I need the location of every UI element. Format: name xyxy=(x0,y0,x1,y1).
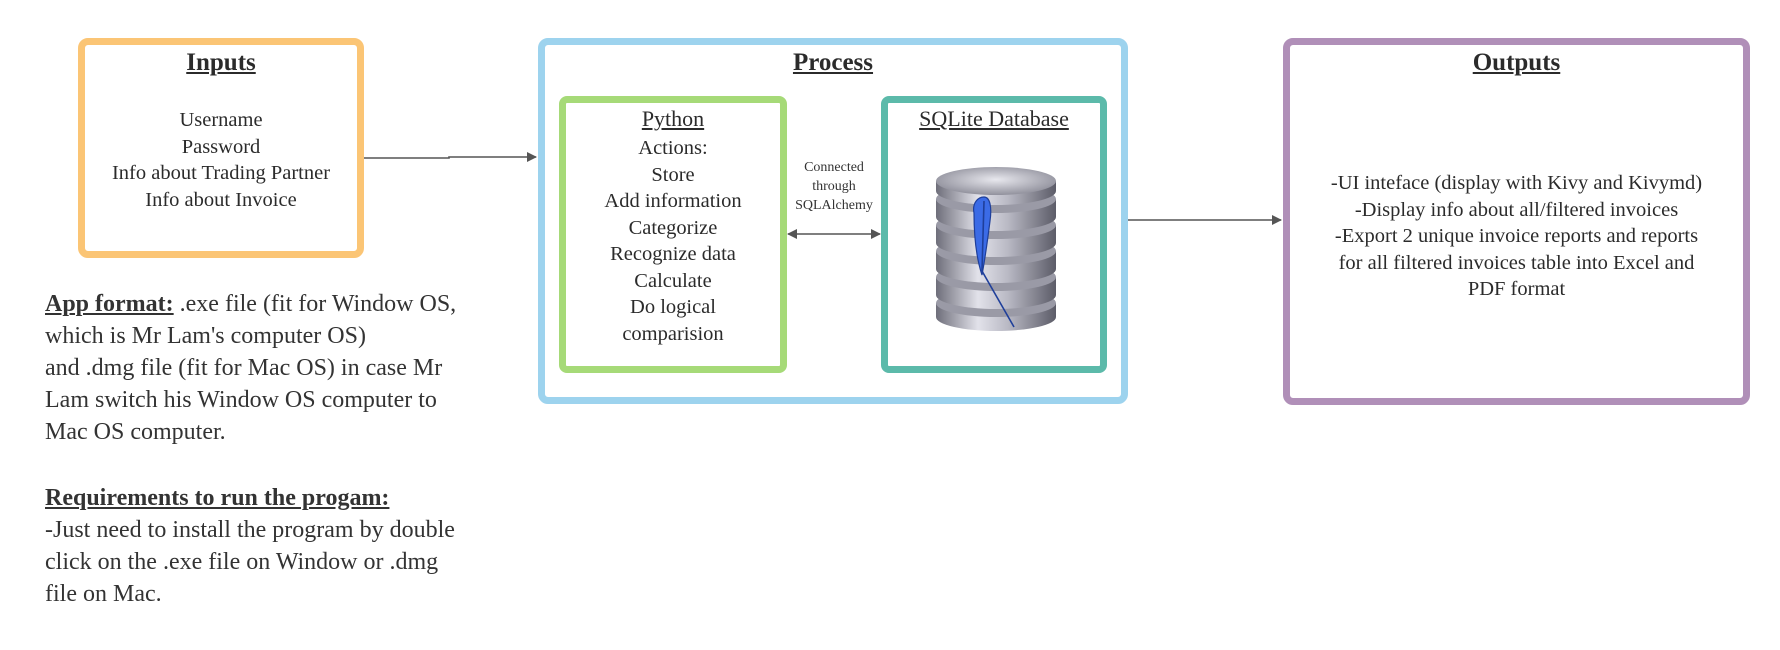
outputs-item: -UI inteface (display with Kivy and Kivy… xyxy=(1330,172,1703,194)
python-action: Actions: xyxy=(638,137,708,159)
outputs-item: -Export 2 unique invoice reports and rep… xyxy=(1334,225,1699,247)
outputs-item: -Display info about all/filtered invoice… xyxy=(1354,198,1679,221)
process-title: Process xyxy=(792,49,874,76)
python-action: Store xyxy=(651,163,695,186)
inputs-item: Info about Trading Partner xyxy=(111,162,331,184)
inputs-item: Info about Invoice xyxy=(145,188,297,211)
requirements-line: click on the .exe file on Window or .dmg xyxy=(45,549,439,575)
connector-label: Connected through SQLAlchemy xyxy=(784,158,884,215)
connector-label-line: Connected xyxy=(804,160,864,175)
requirements-heading: Requirements to run the progam: xyxy=(45,485,390,511)
app-format-note: App format: .exe file (fit for Window OS… xyxy=(45,288,535,448)
inputs-box: Inputs Username Password Info about Trad… xyxy=(78,38,364,258)
outputs-item: for all filtered invoices table into Exc… xyxy=(1338,251,1695,274)
outputs-title: Outputs xyxy=(1472,49,1561,76)
python-action: Do logical xyxy=(630,296,716,318)
inputs-title: Inputs xyxy=(186,49,256,76)
app-format-line: which is Mr Lam's computer OS) xyxy=(45,323,366,349)
inputs-list: Username Password Info about Trading Par… xyxy=(85,107,357,213)
python-action: Categorize xyxy=(628,216,718,239)
app-format-line: Lam switch his Window OS computer to xyxy=(45,387,437,413)
outputs-list: -UI inteface (display with Kivy and Kivy… xyxy=(1290,170,1743,303)
database-box: SQLite Database xyxy=(881,96,1107,373)
inputs-item: Password xyxy=(181,135,261,158)
database-title: SQLite Database xyxy=(919,106,1069,131)
python-actions-list: Actions: Store Add information Categoriz… xyxy=(566,135,780,347)
python-action: Add information xyxy=(604,190,742,212)
app-format-line: Mac OS computer. xyxy=(45,419,226,445)
python-action: comparision xyxy=(622,322,724,345)
requirements-line: file on Mac. xyxy=(45,581,162,607)
app-format-line: and .dmg file (fit for Mac OS) in case M… xyxy=(45,355,443,381)
requirements-note: Requirements to run the progam: -Just ne… xyxy=(45,482,535,610)
inputs-item: Username xyxy=(179,109,263,131)
database-feather-icon xyxy=(936,167,1056,331)
outputs-item: PDF format xyxy=(1467,278,1566,300)
python-title: Python xyxy=(641,106,705,131)
outputs-box: Outputs -UI inteface (display with Kivy … xyxy=(1283,38,1750,405)
connector-label-line: SQLAlchemy xyxy=(795,198,873,213)
app-format-first-line: .exe file (fit for Window OS, xyxy=(173,291,457,317)
python-action: Calculate xyxy=(634,269,712,292)
connector-label-line: through xyxy=(812,179,856,194)
python-action: Recognize data xyxy=(610,243,736,265)
requirements-line: -Just need to install the program by dou… xyxy=(45,517,455,543)
inputs-to-process-arrow xyxy=(364,152,537,162)
app-format-heading: App format: xyxy=(45,291,174,317)
python-box: Python Actions: Store Add information Ca… xyxy=(559,96,787,373)
process-box: Process xyxy=(538,38,1128,404)
